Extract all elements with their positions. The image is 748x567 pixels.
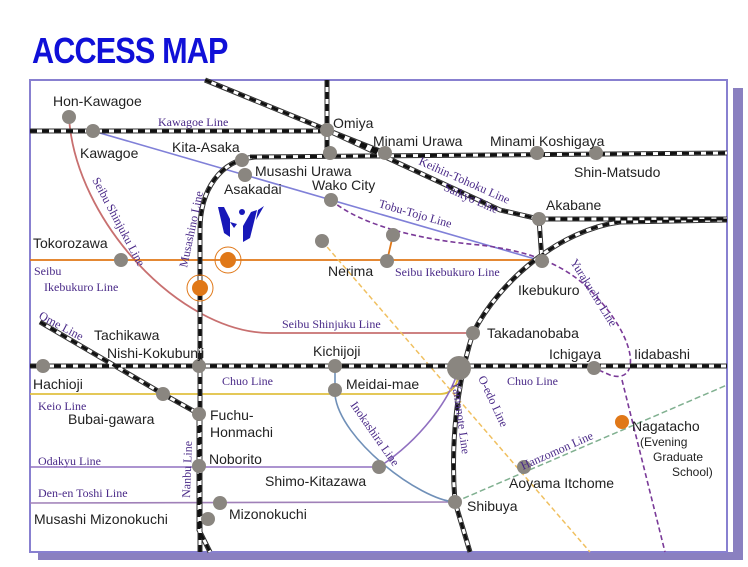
hanzomon-line (454, 384, 728, 503)
station-tokorozawa: Tokorozawa (33, 235, 108, 251)
label-chuo-line-left: Chuo Line (222, 374, 273, 388)
label-chuo-line-right: Chuo Line (507, 374, 558, 388)
station-takadanobaba: Takadanobaba (487, 325, 579, 341)
station-omiya: Omiya (333, 115, 374, 131)
yurakucho-line (330, 199, 666, 553)
university-logo (218, 206, 264, 242)
label-nanbu-line: Nanbu Line (179, 441, 195, 498)
station-nerima: Nerima (328, 263, 373, 279)
station-minami-koshigaya: Minami Koshigaya (490, 133, 605, 149)
label-seibu-shinjuku-horizontal: Seibu Shinjuku Line (282, 317, 381, 331)
orange-stations (186, 246, 629, 429)
station-fuchu: Fuchu- (210, 407, 254, 423)
station-kawagoe: Kawagoe (80, 145, 139, 161)
nagatacho-marker (615, 415, 629, 429)
station-honmachi: Honmachi (210, 424, 273, 440)
station-ichigaya: Ichigaya (549, 346, 601, 362)
label-den-en-toshi-line: Den-en Toshi Line (38, 486, 128, 500)
station-dots (36, 110, 603, 526)
station-kichijoji: Kichijoji (313, 343, 360, 359)
station-asakadai: Asakadai (224, 181, 282, 197)
station-nishi-kokubunji: Nishi-Kokubunji (107, 345, 204, 361)
station-shin-matsudo: Shin-Matsudo (574, 164, 661, 180)
den-en-toshi-line (29, 501, 456, 504)
label-ikebukuro-line: Ikebukuro Line (44, 280, 118, 294)
evening-label-2: Graduate (653, 450, 703, 464)
label-seibu: Seibu (34, 264, 61, 278)
seibu-shinjuku-line (68, 116, 473, 334)
station-labels: Hon-Kawagoe Kawagoe Omiya Minami Urawa M… (33, 93, 713, 527)
label-seibu-ikebukuro-line: Seibu Ikebukuro Line (395, 265, 500, 279)
station-mizonokuchi: Mizonokuchi (229, 506, 307, 522)
station-shimo-kitazawa: Shimo-Kitazawa (265, 473, 366, 489)
label-kawagoe-line: Kawagoe Line (158, 115, 228, 129)
line-labels: Kawagoe Line Seibu Shinjuku Line Musashi… (34, 115, 620, 500)
station-hon-kawagoe: Hon-Kawagoe (53, 93, 142, 109)
oedo-line (321, 240, 591, 553)
station-akabane: Akabane (546, 197, 601, 213)
station-shibuya: Shibuya (467, 498, 518, 514)
station-minami-urawa: Minami Urawa (373, 133, 463, 149)
station-nagatacho: Nagatacho (632, 418, 700, 434)
station-hachioji: Hachioji (33, 376, 83, 392)
station-kita-asaka: Kita-Asaka (172, 139, 240, 155)
station-aoyama-itchome: Aoyama Itchome (509, 475, 614, 491)
frame-shadow-bottom (38, 552, 743, 560)
station-wako-city: Wako City (312, 177, 375, 193)
label-keio-line: Keio Line (38, 399, 86, 413)
station-iidabashi: Iidabashi (634, 346, 690, 362)
label-odakyu-line: Odakyu Line (38, 454, 101, 468)
inokashira-line (334, 366, 456, 503)
frame-shadow (733, 88, 743, 558)
evening-label-3: School) (672, 465, 713, 479)
station-bubai-gawara: Bubai-gawara (68, 411, 155, 427)
station-ikebukuro: Ikebukuro (518, 282, 580, 298)
station-noborito: Noborito (209, 451, 262, 467)
station-musashi-mizonokuchi: Musashi Mizonokuchi (34, 511, 168, 527)
station-tachikawa: Tachikawa (94, 327, 160, 343)
station-meidai-mae: Meidai-mae (346, 376, 419, 392)
station-musashi-urawa: Musashi Urawa (255, 163, 352, 179)
tobu-tojo-line (92, 130, 543, 262)
page-title: ACCESS MAP (32, 30, 228, 71)
evening-label-1: (Evening (640, 435, 687, 449)
